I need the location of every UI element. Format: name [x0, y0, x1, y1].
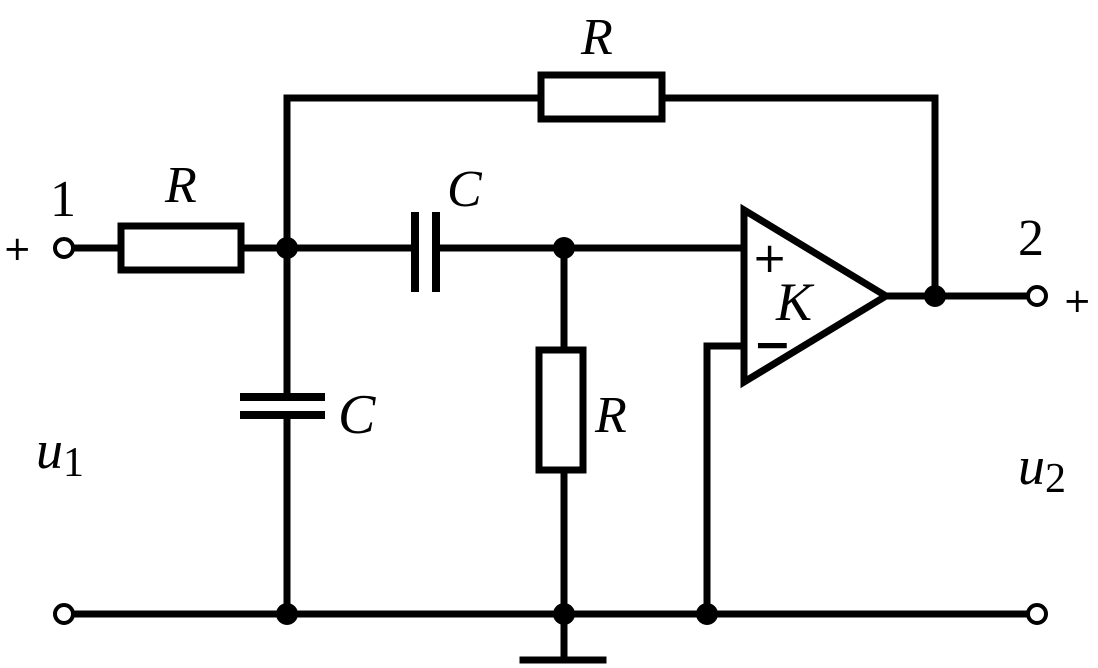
node-a: [276, 237, 298, 259]
opamp-plus-sign: +: [752, 233, 787, 282]
node-out: [924, 285, 946, 307]
label-c-shunt: C: [338, 384, 376, 446]
node-gnd-opamp: [696, 603, 718, 625]
wire-opamp-minus: [703, 342, 748, 618]
label-r-input: R: [164, 157, 197, 214]
opamp-gain-label: K: [775, 272, 815, 332]
node-b: [553, 237, 575, 259]
terminal-2-ground: [1026, 603, 1048, 625]
terminal-2-number: 2: [1018, 210, 1044, 267]
terminal-1: [53, 237, 75, 259]
voltage-u2-sub: 2: [1045, 456, 1066, 502]
resistor-feedback: [537, 71, 666, 123]
voltage-u2-base: u: [1018, 436, 1045, 496]
resistor-shunt: [535, 346, 587, 474]
resistor-input: [117, 222, 245, 274]
label-c-series: C: [447, 161, 483, 218]
voltage-u1: u1: [36, 420, 84, 486]
opamp-triangle: [740, 203, 893, 389]
node-gnd-r: [553, 603, 575, 625]
terminal-1-number: 1: [50, 171, 76, 228]
wires: [68, 94, 1034, 664]
wire-feedback-right: [658, 94, 939, 300]
input-plus-sign: +: [3, 229, 32, 269]
output-plus-sign: +: [1063, 281, 1092, 321]
voltage-u2: u2: [1018, 436, 1066, 502]
terminal-1-ground: [53, 603, 75, 625]
capacitor-shunt: [240, 393, 325, 419]
terminal-2: [1026, 285, 1048, 307]
opamp-minus-sign: −: [753, 317, 792, 371]
voltage-u1-sub: 1: [63, 440, 84, 486]
voltage-u1-base: u: [36, 420, 63, 480]
capacitor-series: [411, 212, 440, 292]
wire-feedback-left: [283, 94, 545, 252]
node-gnd-c: [276, 603, 298, 625]
label-r-feedback: R: [580, 9, 613, 66]
label-r-shunt: R: [594, 387, 627, 444]
